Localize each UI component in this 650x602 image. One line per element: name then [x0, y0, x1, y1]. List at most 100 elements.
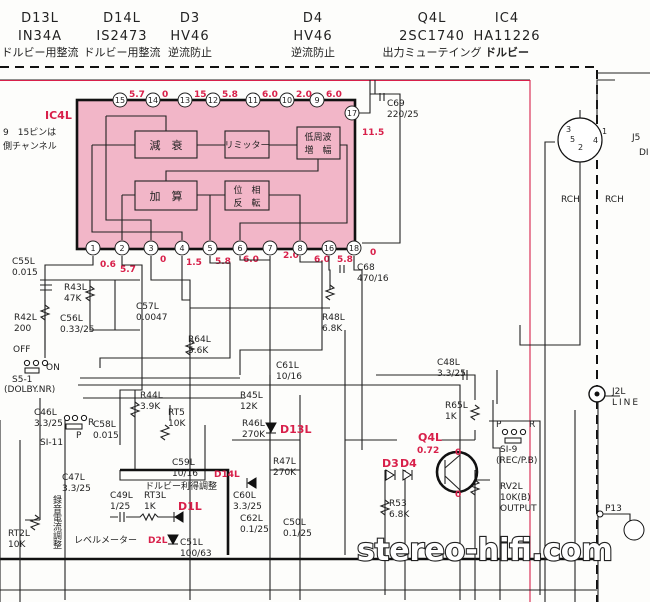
j2l-label: J2L: [611, 387, 625, 397]
pin-voltage: 1.5: [186, 258, 202, 268]
component-ref: R47L: [273, 457, 296, 467]
resistor-symbol: [84, 285, 96, 302]
component-value: 3.3/25: [437, 369, 466, 379]
j2l-jack-center: [594, 391, 600, 397]
switch-name: (DOLBY.NR): [4, 385, 55, 395]
component-value: 0.33/25: [60, 325, 95, 335]
d2l-label: D2L: [148, 536, 168, 546]
component-ref: R46L: [242, 419, 265, 429]
p13-terminal: [596, 510, 604, 518]
part-role: 逆流防止: [168, 45, 212, 59]
switch-s5-1[interactable]: OFF ON S5-1 (DOLBY.NR): [4, 345, 60, 395]
ic-pin: [177, 92, 193, 108]
d14l-diode-symbol: [246, 477, 257, 489]
red-signal-line: [0, 79, 531, 602]
component-ref: C48L: [437, 358, 460, 368]
ic-pin: [309, 92, 325, 108]
q4l-emitter-voltage: 0: [455, 490, 461, 500]
pin-number: 13: [180, 96, 190, 105]
part-role: ドルビー用整流: [2, 45, 79, 59]
component-ref: C69: [387, 99, 405, 109]
component-ref: C59L: [172, 458, 195, 468]
pin-voltage: 0: [162, 90, 168, 100]
lf-amp-label: 増 幅: [304, 144, 331, 156]
d1l-label: D1L: [178, 500, 202, 513]
component-ref: C47L: [62, 473, 85, 483]
resistor-symbol: [129, 401, 141, 418]
din-pin: 2: [578, 143, 583, 152]
ic-label: IC4L: [45, 109, 72, 122]
switch-p-label: P: [76, 431, 82, 441]
component-ref: R42L: [14, 313, 37, 323]
part-ref: D4: [303, 11, 323, 26]
watermark: stereo-hifi.com: [357, 533, 613, 568]
legend-q4l: Q4L 2SC1740 出力ミューテイング: [383, 11, 482, 59]
din-pin: 3: [566, 125, 571, 134]
component-value: OUTPUT: [500, 504, 537, 514]
pin-voltage: 11.5: [362, 128, 384, 138]
component-ref: C56L: [60, 314, 83, 324]
switch-slider: [65, 423, 83, 430]
p13-label: P13: [605, 504, 622, 514]
switch-contact: [23, 359, 31, 367]
component-ref: C51L: [180, 538, 203, 548]
j5-label: J5: [631, 133, 640, 143]
component-value: 1K: [445, 412, 458, 422]
pin-voltage: 0.6: [100, 260, 116, 270]
din-pin: 5: [570, 135, 575, 144]
switch-si-11[interactable]: P R SI-11: [40, 414, 94, 448]
switch-r-label: R: [529, 420, 535, 430]
pin-number: 5: [207, 244, 212, 253]
pin-voltage: 15: [194, 90, 207, 100]
ground-bus: [0, 468, 597, 561]
pin-number: 15: [115, 96, 125, 105]
ic-pin: [174, 240, 190, 256]
component-value: 10K(B): [500, 493, 531, 503]
component-value: 0.1/25: [283, 529, 312, 539]
part-role: 逆流防止: [291, 45, 335, 59]
pin-number: 16: [324, 244, 334, 253]
part-type: 2SC1740: [399, 29, 465, 44]
legend-d13l: D13L IN34A ドルビー用整流: [2, 11, 79, 59]
component-ref: C50L: [283, 518, 306, 528]
rch-label: RCH: [561, 195, 580, 205]
switch-slider: [24, 367, 40, 374]
pin-number: 3: [148, 244, 153, 253]
adder-label: 加 算: [150, 189, 183, 203]
q4l-collector-voltage: 0: [455, 448, 461, 458]
pin-number: 8: [297, 244, 302, 253]
d1l-diode-symbol: [173, 511, 184, 523]
component-ref: RV2L: [500, 482, 523, 492]
switch-name: (REC/P.B): [496, 456, 537, 466]
component-value: 10/16: [276, 372, 302, 382]
component-ref: R65L: [445, 401, 468, 411]
legend-d14l: D14L IS2473 ドルビー用整流: [84, 11, 161, 59]
component-ref: RT5: [168, 408, 185, 418]
pin-number: 11: [248, 96, 258, 105]
switch-si-9[interactable]: P R SI-9 (REC/P.B): [496, 420, 537, 466]
component-value: 0.0047: [136, 313, 168, 323]
component-value: 0.015: [12, 268, 38, 278]
component-value: 100/63: [180, 549, 212, 559]
switch-ref: SI-11: [40, 438, 63, 448]
pin-voltage: 5.7: [120, 265, 136, 275]
part-type: HV46: [293, 29, 332, 44]
switch-ref: SI-9: [500, 445, 518, 455]
component-ref: RT3L: [144, 491, 166, 501]
